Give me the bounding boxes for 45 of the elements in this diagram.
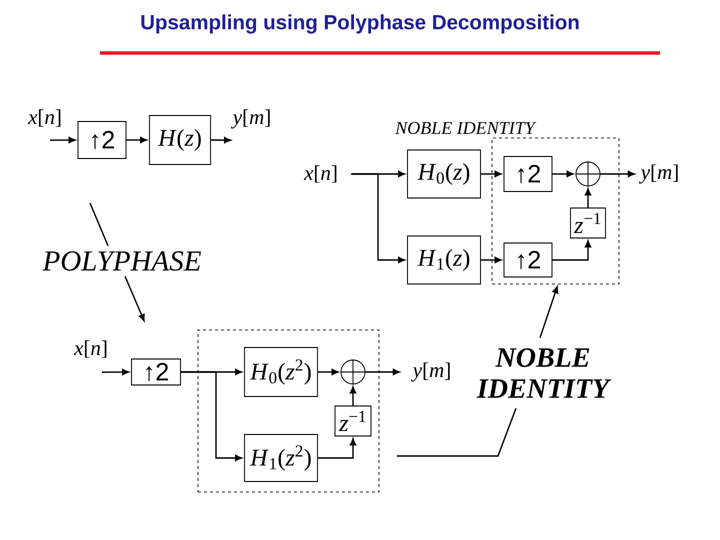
callout-text: NOBLE IDENTITY: [476, 348, 612, 398]
signal-label: x[n]: [28, 109, 60, 127]
summing-junction: [340, 359, 366, 385]
arrow: [318, 368, 339, 376]
heading-text: NOBLE IDENTITY: [395, 122, 536, 134]
dashed-box: [492, 138, 620, 284]
arrow: [318, 438, 356, 459]
arrow: [539, 286, 558, 338]
signal-label: y[m]: [639, 164, 678, 184]
upsampler-box: ↑2: [131, 358, 181, 386]
filter-box: H(z): [149, 115, 211, 165]
upsampler-box: ↑2: [504, 242, 552, 278]
arrow: [600, 170, 635, 178]
arrow: [584, 188, 592, 208]
dashed-box: [198, 330, 380, 492]
arrow: [350, 386, 356, 406]
filter-box: H$_{1}$(z$^{2}$): [244, 434, 318, 482]
arrow: [351, 173, 406, 264]
signal-label: y[m]: [231, 109, 270, 129]
summing-junction: [575, 161, 601, 187]
arrow: [124, 276, 145, 322]
upsampler-box: ↑2: [504, 156, 552, 192]
arrow: [365, 368, 400, 376]
filter-box: H$_{0}$(z$^{2}$): [244, 347, 318, 397]
upsampler-box: ↑2: [78, 121, 126, 159]
signal-label: y[m]: [411, 362, 450, 382]
leader-line: [397, 408, 517, 457]
arrow: [480, 256, 502, 264]
arrow: [480, 170, 502, 178]
delay-box: z$^{−1}$: [570, 208, 606, 238]
callout-text: POLYPHASE: [42, 251, 201, 271]
delay-box: z$^{−1}$: [334, 406, 372, 436]
filter-box: H$_{0}$(z): [407, 150, 481, 198]
signal-label: x[n]: [304, 165, 336, 183]
arrow: [180, 371, 242, 462]
arrow: [102, 368, 130, 376]
signal-label: x[n]: [74, 340, 106, 358]
leader-line: [89, 202, 109, 246]
arrow: [126, 136, 148, 144]
arrow: [50, 136, 76, 144]
arrow: [210, 136, 232, 144]
title: Upsampling using Polyphase Decomposition: [141, 14, 579, 34]
arrow: [552, 240, 592, 261]
arrow: [552, 170, 574, 178]
filter-box: H$_{1}$(z): [407, 236, 481, 284]
